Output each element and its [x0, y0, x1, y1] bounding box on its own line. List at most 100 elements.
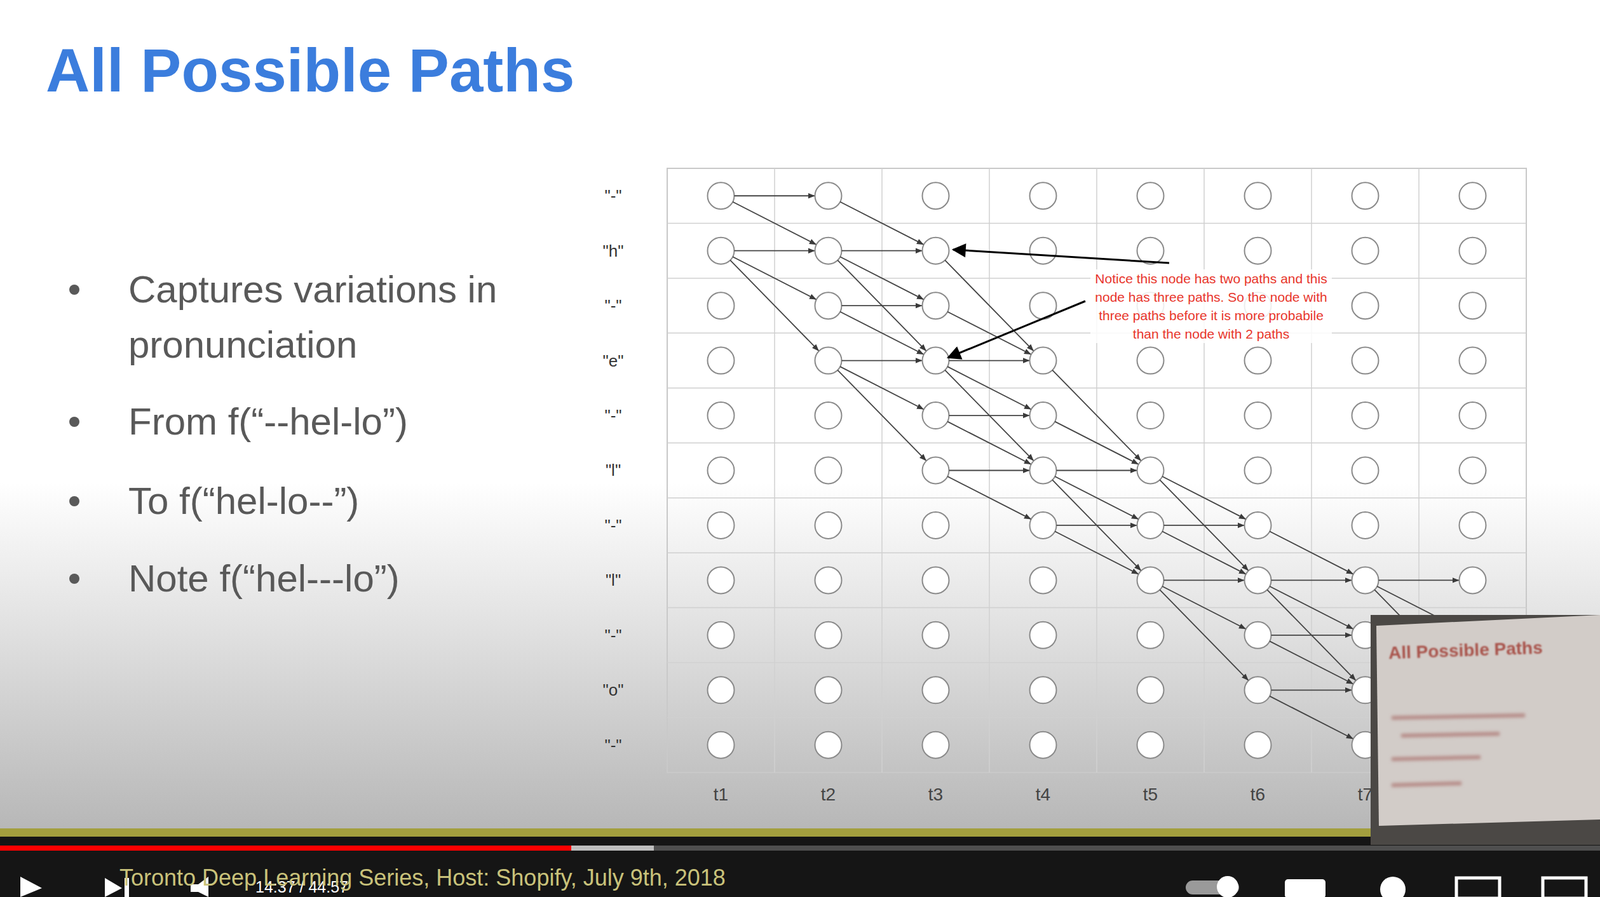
- time-label: t4: [1035, 784, 1051, 806]
- transition-arrow: [1159, 479, 1248, 570]
- state-circle: [1030, 732, 1057, 759]
- progress-played: [0, 845, 572, 851]
- transition-arrow: [840, 366, 924, 410]
- next-icon: [104, 878, 123, 897]
- state-circle: [815, 512, 842, 539]
- state-circle: [707, 512, 735, 539]
- transition-arrow: [947, 366, 1031, 410]
- state-circle: [1352, 512, 1379, 539]
- transition-arrow: [949, 360, 1030, 362]
- state-circle: [922, 237, 950, 265]
- state-circle: [1459, 566, 1487, 594]
- transition-arrow: [949, 470, 1030, 472]
- state-circle: [922, 512, 950, 539]
- state-circle: [1030, 566, 1057, 594]
- bullet-dots: [69, 284, 80, 584]
- inset-frame: [1370, 615, 1600, 846]
- transition-arrow: [947, 476, 1031, 520]
- bullet-dot: [69, 573, 80, 584]
- time-label: t7: [1357, 784, 1373, 806]
- transition-arrow: [944, 260, 1034, 351]
- transition-arrow: [949, 414, 1030, 417]
- state-circle: [815, 347, 842, 375]
- state-circle: [1137, 237, 1165, 265]
- transition-arrow: [947, 421, 1031, 465]
- transition-arrow: [841, 305, 923, 307]
- row-label: "-": [604, 186, 622, 206]
- state-circle: [815, 182, 842, 210]
- play-icon: [20, 876, 42, 897]
- row-label: "e": [603, 350, 624, 371]
- transition-arrow: [837, 370, 926, 461]
- grid-line: [773, 168, 776, 773]
- transition-arrow: [1271, 634, 1352, 637]
- state-circle: [1137, 566, 1165, 594]
- transition-arrow: [1269, 696, 1353, 739]
- state-circle: [815, 676, 842, 704]
- fullscreen-icon: [1542, 878, 1587, 897]
- state-circle: [1244, 566, 1272, 594]
- state-circle: [922, 347, 950, 375]
- state-circle: [1459, 402, 1487, 429]
- row-label: "-": [604, 296, 622, 316]
- state-circle: [922, 456, 950, 484]
- transition-arrow: [1052, 370, 1141, 461]
- state-circle: [1137, 347, 1165, 375]
- captions-icon: [1284, 879, 1326, 897]
- state-circle: [1137, 622, 1165, 649]
- transition-arrow: [1269, 641, 1353, 684]
- transition-arrow: [732, 256, 816, 300]
- transition-arrow: [1054, 531, 1139, 574]
- transition-arrow: [1271, 689, 1352, 691]
- state-circle: [1030, 237, 1057, 265]
- row-label: "l": [605, 570, 621, 591]
- state-circle: [815, 292, 842, 319]
- state-circle: [922, 622, 950, 649]
- slide-title: All Possible Paths: [45, 36, 575, 105]
- state-circle: [707, 676, 735, 704]
- state-circle: [1137, 182, 1165, 210]
- annotation-arrow: [948, 301, 1086, 358]
- row-label: "-": [604, 515, 622, 536]
- annotation-arrow: [953, 249, 1170, 264]
- time-label: t6: [1250, 784, 1266, 806]
- state-circle: [707, 182, 735, 210]
- state-circle: [1244, 512, 1272, 539]
- bullet-dot: [69, 416, 80, 428]
- state-circle: [1030, 512, 1057, 539]
- transition-arrow: [1378, 579, 1459, 581]
- transition-arrow: [730, 260, 819, 351]
- state-circle: [1030, 402, 1057, 429]
- grid-line: [667, 387, 1527, 389]
- transition-arrow: [734, 250, 815, 252]
- grid-line: [881, 168, 883, 773]
- state-circle: [815, 237, 842, 265]
- settings-icon: [1380, 876, 1406, 897]
- state-circle: [922, 182, 950, 210]
- transition-arrow: [1159, 589, 1248, 680]
- state-circle: [922, 676, 950, 704]
- state-circle: [1352, 182, 1379, 210]
- state-circle: [815, 622, 842, 649]
- grid-line: [1203, 168, 1205, 773]
- transition-arrow: [1269, 531, 1353, 574]
- state-circle: [1030, 347, 1057, 375]
- state-circle: [1137, 456, 1165, 484]
- state-circle: [707, 732, 735, 759]
- state-circle: [707, 237, 735, 265]
- transition-arrow: [1054, 421, 1139, 465]
- title-band: [0, 828, 1600, 837]
- state-circle: [1137, 676, 1165, 704]
- state-circle: [1352, 347, 1379, 375]
- state-circle: [707, 566, 735, 594]
- state-circle: [922, 402, 950, 429]
- transition-arrow: [1162, 531, 1246, 574]
- row-label: "-": [604, 625, 622, 645]
- transition-arrow: [732, 202, 816, 245]
- transition-arrow: [1271, 579, 1352, 581]
- state-circle: [922, 292, 950, 319]
- player-shade: [0, 482, 1600, 830]
- transition-arrow: [1267, 589, 1356, 680]
